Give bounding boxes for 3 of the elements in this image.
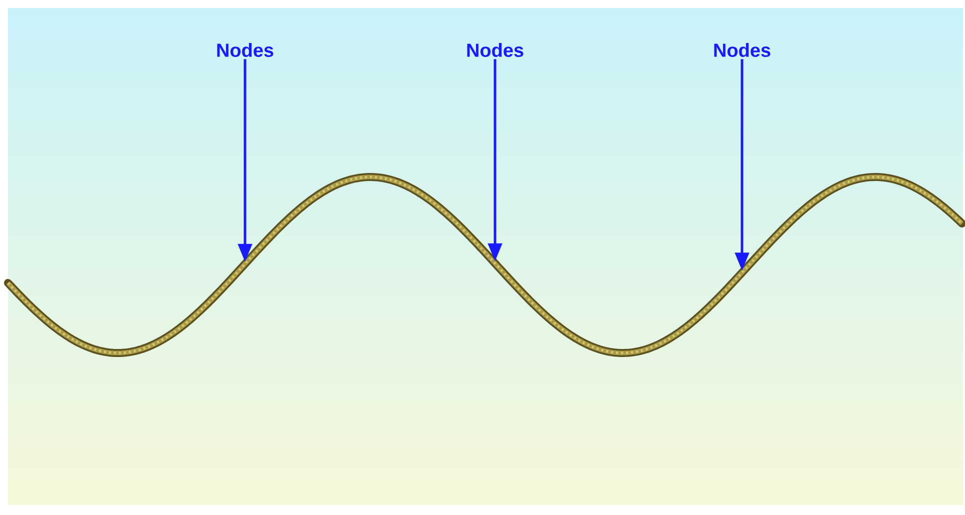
node-label: Nodes bbox=[217, 43, 274, 57]
node-label: Nodes bbox=[467, 43, 524, 57]
node-label: Nodes bbox=[714, 43, 770, 57]
